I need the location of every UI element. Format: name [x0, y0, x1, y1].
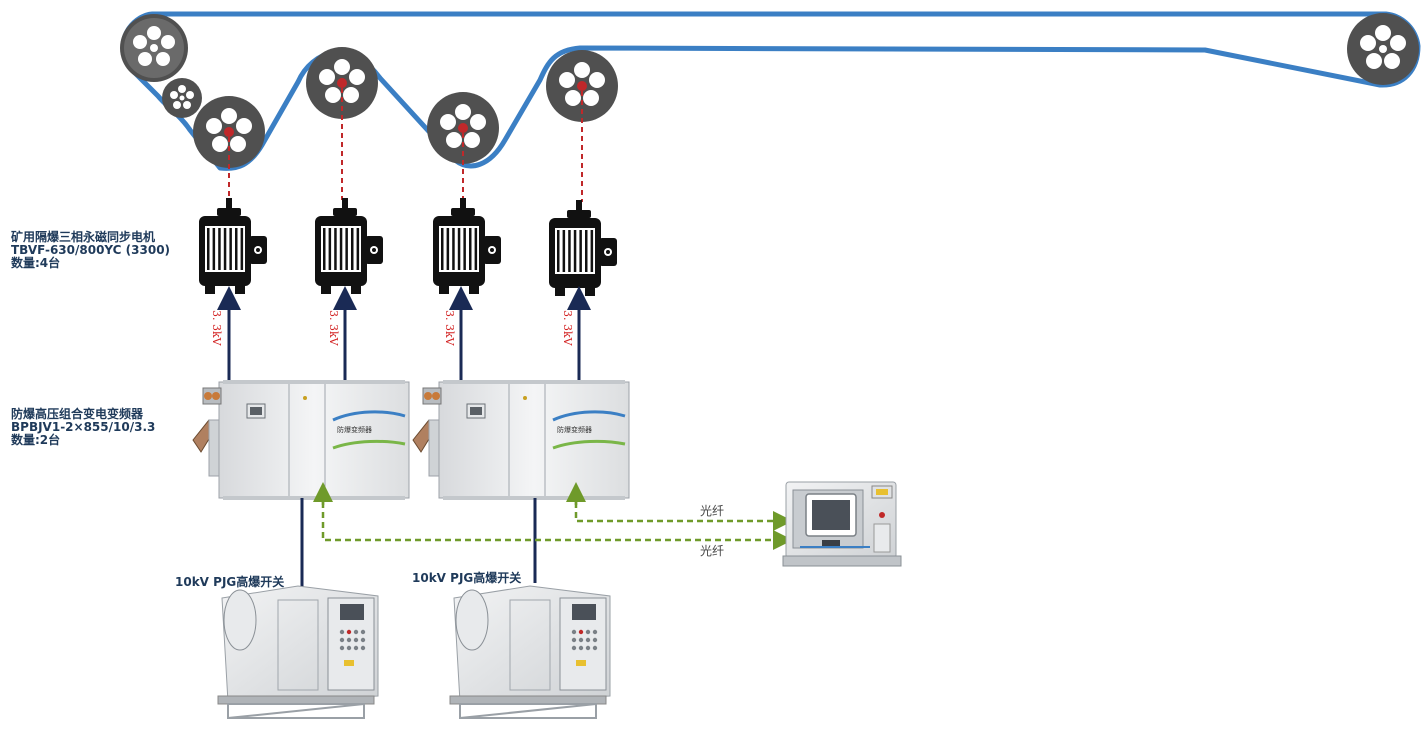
motor-icon: [433, 198, 501, 294]
motor-label-block: 矿用隔爆三相永磁同步电机 TBVF-630/800YC (3300) 数量:4台: [11, 231, 170, 270]
fiber-label: 光纤: [700, 544, 724, 558]
switch-label: 10kV PJG高爆开关: [175, 575, 285, 589]
inverter-model: BPBJV1-2×855/10/3.3: [11, 420, 156, 434]
pulley-icon: [306, 47, 378, 119]
switchgear-icon: [217, 585, 379, 719]
switches: [217, 585, 611, 719]
inverter-cabinet-icon: 防爆变频器: [192, 380, 410, 500]
pulley-icon: [120, 14, 188, 82]
switchgear-icon: [449, 585, 611, 719]
power-lines-to-motors: [217, 286, 591, 383]
inverter-name: 防爆高压组合变电变频器: [11, 407, 144, 421]
motor-icon: [199, 198, 267, 294]
inverter-quantity: 数量:2台: [11, 433, 61, 447]
shaft-couplings: [228, 88, 583, 202]
motor-name: 矿用隔爆三相永磁同步电机: [11, 230, 156, 244]
motor-icon: [549, 200, 617, 296]
control-cabinet-icon: [782, 481, 902, 567]
fiber-label: 光纤: [700, 504, 724, 518]
voltage-label: 3. 3kV: [210, 310, 223, 347]
pulley-icon: [546, 50, 618, 122]
voltage-label: 3. 3kV: [327, 310, 340, 347]
pulley-icon: [193, 96, 265, 168]
inverter-cabinet-icon: 防爆变频器: [412, 380, 630, 500]
pulley-icon: [1347, 13, 1419, 85]
inverter-panel-label: 防爆变频器: [337, 425, 372, 434]
voltage-label: 3. 3kV: [561, 310, 574, 347]
inverter-label-block: 防爆高压组合变电变频器 BPBJV1-2×855/10/3.3 数量:2台: [11, 408, 155, 447]
voltage-label: 3. 3kV: [443, 310, 456, 347]
motors: [199, 198, 617, 296]
fiber-links: [313, 482, 793, 550]
motor-quantity: 数量:4台: [11, 256, 61, 270]
motor-model: TBVF-630/800YC (3300): [11, 243, 171, 257]
motor-icon: [315, 198, 383, 294]
switch-label: 10kV PJG高爆开关: [412, 571, 522, 585]
inverters: 防爆变频器 防爆变频器: [192, 380, 630, 500]
inverter-panel-label: 防爆变频器: [557, 425, 592, 434]
pulley-icon: [427, 92, 499, 164]
pulley-icon: [162, 78, 202, 118]
voltage-labels: 3. 3kV 3. 3kV 3. 3kV 3. 3kV: [210, 310, 574, 347]
